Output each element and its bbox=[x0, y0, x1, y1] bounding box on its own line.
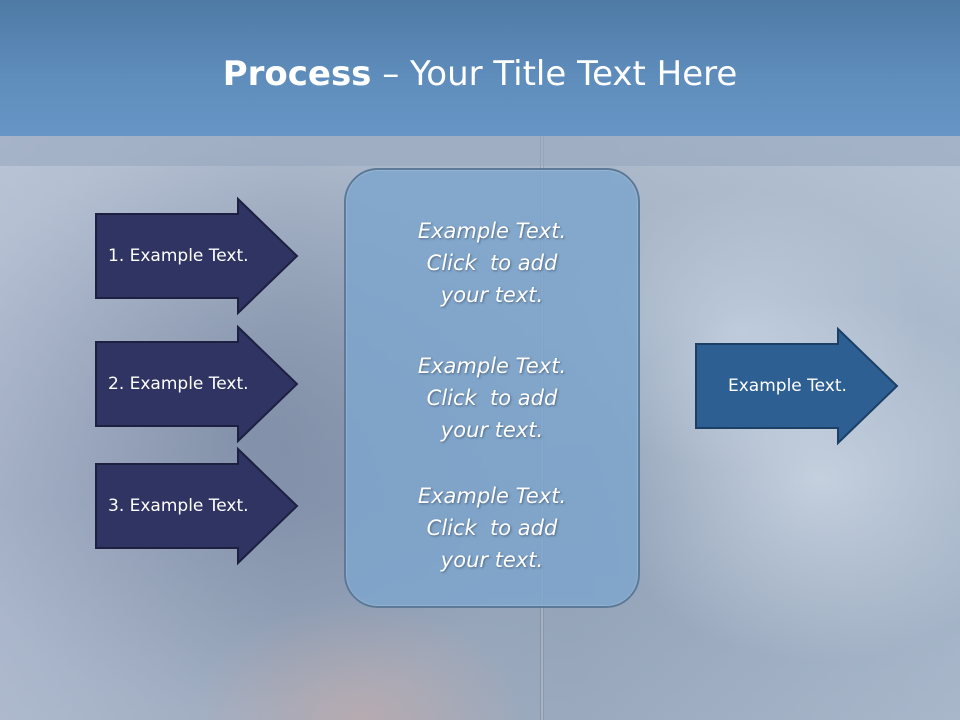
center-item-2: Example Text. Click to add your text. bbox=[346, 350, 638, 446]
title-rest: – Your Title Text Here bbox=[371, 54, 738, 94]
header-band bbox=[0, 136, 960, 166]
slide-title: Process – Your Title Text Here bbox=[0, 52, 960, 96]
step-arrow-1[interactable]: 1. Example Text. bbox=[95, 196, 299, 316]
center-item-3-line-2: Click to add bbox=[426, 516, 558, 540]
output-arrow-shape bbox=[695, 326, 899, 446]
center-item-1-line-3: your text. bbox=[440, 283, 544, 307]
step-arrow-2-shape bbox=[95, 324, 299, 444]
output-arrow[interactable]: Example Text. bbox=[695, 326, 899, 446]
output-arrow-label: Example Text. bbox=[728, 376, 847, 396]
step-arrow-1-label: 1. Example Text. bbox=[108, 246, 249, 266]
step-arrow-2-label: 2. Example Text. bbox=[108, 374, 249, 394]
step-arrow-3[interactable]: 3. Example Text. bbox=[95, 446, 299, 566]
title-bold: Process bbox=[222, 54, 372, 94]
center-item-1-line-1: Example Text. bbox=[417, 219, 567, 243]
center-item-2-line-1: Example Text. bbox=[417, 354, 567, 378]
center-item-1-line-2: Click to add bbox=[426, 251, 558, 275]
center-content-box[interactable]: Example Text. Click to add your text. Ex… bbox=[344, 168, 640, 608]
step-arrow-2[interactable]: 2. Example Text. bbox=[95, 324, 299, 444]
center-item-2-line-3: your text. bbox=[440, 418, 544, 442]
center-item-3-line-3: your text. bbox=[440, 548, 544, 572]
center-item-2-line-2: Click to add bbox=[426, 386, 558, 410]
center-item-3: Example Text. Click to add your text. bbox=[346, 480, 638, 576]
title-bar: Process – Your Title Text Here bbox=[0, 0, 960, 136]
step-arrow-1-shape bbox=[95, 196, 299, 316]
step-arrow-3-shape bbox=[95, 446, 299, 566]
center-item-1: Example Text. Click to add your text. bbox=[346, 215, 638, 311]
step-arrow-3-label: 3. Example Text. bbox=[108, 496, 249, 516]
center-item-3-line-1: Example Text. bbox=[417, 484, 567, 508]
